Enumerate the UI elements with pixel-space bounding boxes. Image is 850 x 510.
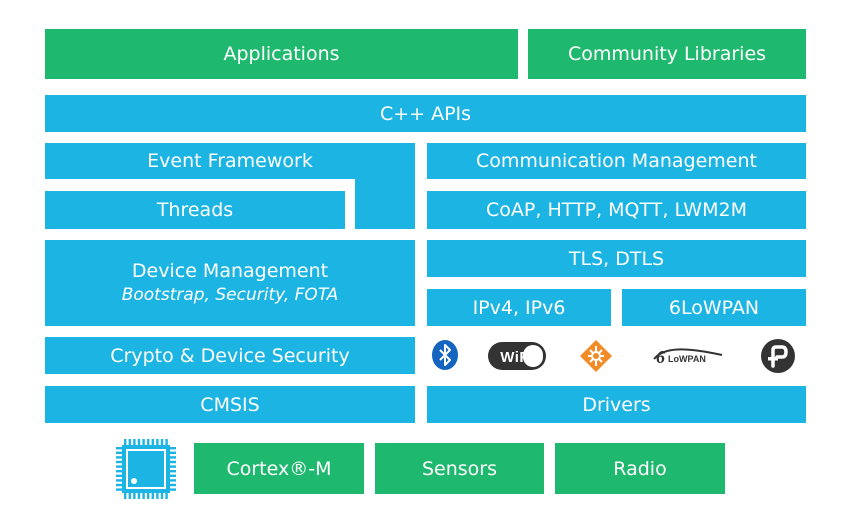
community-libraries-label: Community Libraries <box>567 43 767 65</box>
applications-label: Applications <box>223 43 340 65</box>
cmsis-block: CMSIS <box>45 386 415 423</box>
crypto-security-label: Crypto & Device Security <box>110 344 350 367</box>
cortex-m-block: Cortex®-M <box>194 443 364 494</box>
cpp-apis-label: C++ APIs <box>379 102 472 125</box>
threads-block: Threads <box>45 191 345 229</box>
communication-management-label: Communication Management <box>476 150 757 172</box>
cortex-m-label: Cortex®-M <box>226 457 332 480</box>
device-management-sublabel: Bootstrap, Security, FOTA <box>121 285 339 306</box>
protocols-label: CoAP, HTTP, MQTT, LWM2M <box>486 199 747 221</box>
applications-block: Applications <box>45 29 518 79</box>
tls-dtls-label: TLS, DTLS <box>568 247 665 270</box>
6lowpan-label: 6LoWPAN <box>668 296 760 319</box>
svg-text:LoWPAN: LoWPAN <box>668 354 706 364</box>
protocols-block: CoAP, HTTP, MQTT, LWM2M <box>427 191 806 229</box>
thread-icon <box>578 338 614 374</box>
sensors-label: Sensors <box>421 457 498 480</box>
threads-label: Threads <box>156 199 234 221</box>
communication-management-block: Communication Management <box>427 143 806 179</box>
drivers-label: Drivers <box>582 393 651 416</box>
bluetooth-icon <box>432 340 458 370</box>
event-framework-label: Event Framework <box>147 150 313 172</box>
radio-block: Radio <box>555 443 725 494</box>
community-libraries-block: Community Libraries <box>528 29 806 79</box>
svg-text:WiFi: WiFi <box>500 349 534 366</box>
device-management-block: Device Management Bootstrap, Security, F… <box>45 240 415 326</box>
event-framework-extension <box>355 179 415 229</box>
svg-text:6: 6 <box>656 347 665 367</box>
drivers-block: Drivers <box>427 386 806 423</box>
radio-label: Radio <box>613 457 667 480</box>
tls-dtls-block: TLS, DTLS <box>427 240 806 277</box>
ipv4-ipv6-block: IPv4, IPv6 <box>427 289 611 326</box>
sensors-block: Sensors <box>375 443 544 494</box>
device-management-label: Device Management <box>131 259 329 282</box>
crypto-security-block: Crypto & Device Security <box>45 337 415 374</box>
6lowpan-logo-icon: 6 LoWPAN <box>650 343 728 369</box>
wifi-icon: WiFi <box>487 341 547 371</box>
cpp-apis-block: C++ APIs <box>45 95 806 132</box>
chip-icon <box>114 437 178 501</box>
event-framework-block: Event Framework <box>45 143 415 179</box>
ipv4-ipv6-label: IPv4, IPv6 <box>472 296 566 319</box>
6lowpan-block: 6LoWPAN <box>622 289 806 326</box>
cmsis-label: CMSIS <box>200 393 260 416</box>
cellular-iot-icon <box>760 338 796 374</box>
